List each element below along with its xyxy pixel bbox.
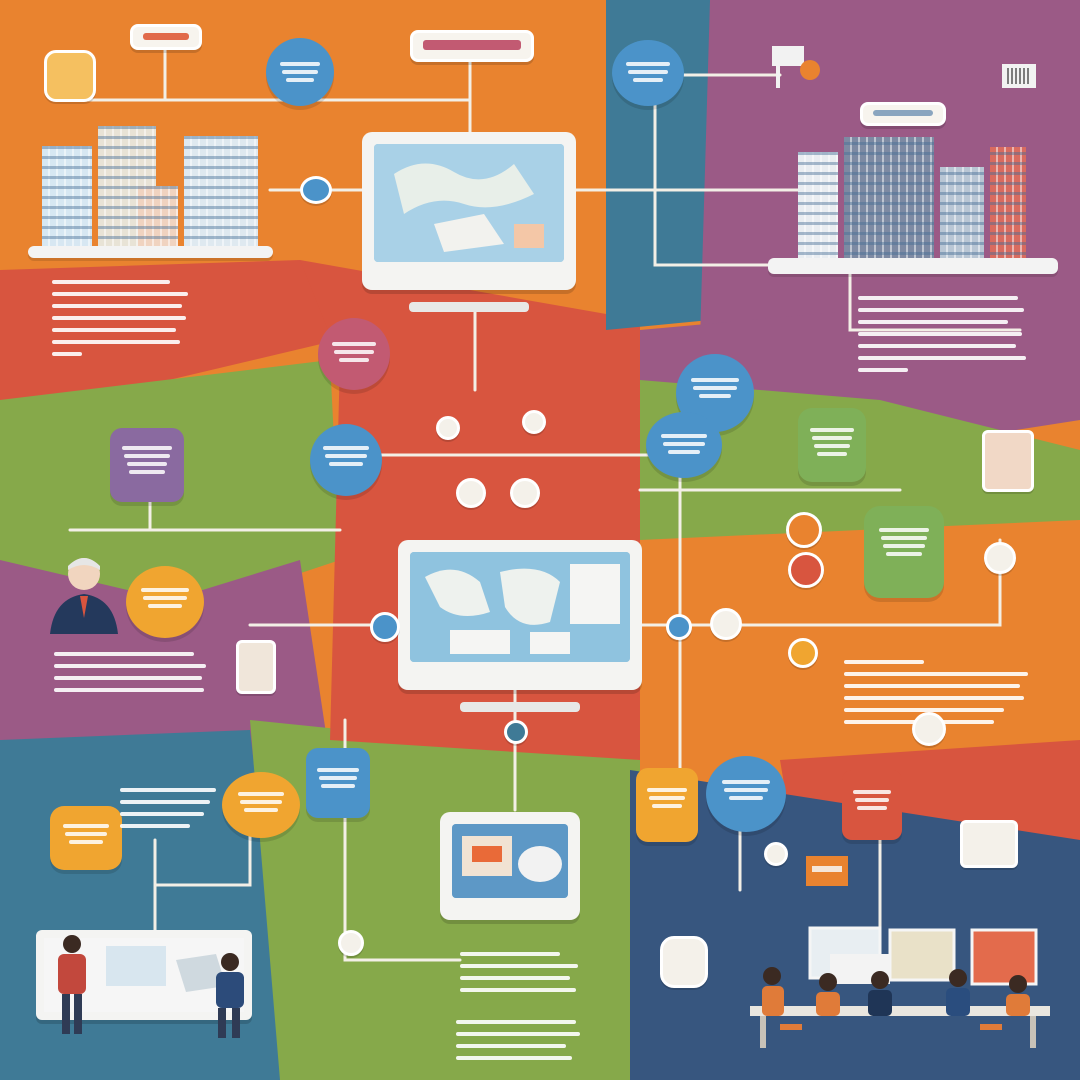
monitor-stand xyxy=(409,302,529,312)
tower xyxy=(138,186,178,246)
bg-red-left xyxy=(0,260,380,420)
bubble-orange xyxy=(126,566,204,638)
text-block xyxy=(460,952,580,1000)
banner-top-left xyxy=(130,24,202,50)
wire-bottom-left-h xyxy=(153,818,252,887)
monitor-screen xyxy=(410,552,630,662)
flag-icon xyxy=(772,46,820,88)
bg-orange-right xyxy=(640,520,1080,820)
monitor-stand xyxy=(460,702,580,712)
map-graphic xyxy=(374,144,564,262)
banner-label-bar xyxy=(143,33,189,40)
office-team-icon xyxy=(750,926,1050,1048)
bubble-orange xyxy=(50,806,122,870)
text-block xyxy=(52,280,192,364)
tower xyxy=(990,147,1026,262)
node-icon xyxy=(912,712,946,746)
bubble-blue xyxy=(646,412,722,478)
node-icon xyxy=(786,512,822,548)
monitor-icon-top xyxy=(362,132,576,312)
node-icon xyxy=(788,638,818,668)
node-icon xyxy=(510,478,540,508)
wire-right-monitor xyxy=(638,538,1002,627)
globe-icon xyxy=(370,612,400,642)
tower xyxy=(42,146,92,246)
bubble-pink xyxy=(318,318,390,390)
bulb-icon xyxy=(984,542,1016,574)
bubble-orange xyxy=(636,768,698,842)
lamp-icon xyxy=(436,416,460,440)
student-icon xyxy=(216,953,244,1038)
tablet-screen xyxy=(452,824,568,898)
banner-label-bar xyxy=(423,40,521,50)
building-icon xyxy=(768,137,1058,274)
banner-top-right xyxy=(860,102,946,126)
banner-label-bar xyxy=(873,110,933,116)
node-icon xyxy=(456,478,486,508)
bubble-blue xyxy=(706,756,786,832)
lamp-icon xyxy=(522,410,546,434)
building-icon xyxy=(982,430,1034,492)
eye-icon xyxy=(300,176,332,204)
barcode-icon xyxy=(1002,64,1036,88)
teacher-icon xyxy=(58,935,86,1034)
lamp-icon xyxy=(44,50,96,102)
tower xyxy=(798,152,838,262)
platform xyxy=(28,246,273,258)
bubble-green xyxy=(798,408,866,482)
wire-building-text xyxy=(848,268,1022,332)
bubble-purple xyxy=(110,428,184,502)
platform xyxy=(768,258,1058,274)
text-block xyxy=(456,1020,582,1068)
chart-icon xyxy=(960,820,1018,868)
bubble-red xyxy=(842,770,902,840)
text-block xyxy=(858,296,1028,380)
node-icon xyxy=(504,720,528,744)
chart-icon xyxy=(236,640,276,694)
node-icon xyxy=(666,614,692,640)
person-icon xyxy=(50,558,118,634)
tower xyxy=(184,136,258,246)
node-icon xyxy=(788,552,824,588)
tower xyxy=(844,137,934,262)
monitor-screen xyxy=(374,144,564,262)
person-icon xyxy=(660,936,708,988)
bubble-green xyxy=(864,506,944,598)
text-block xyxy=(54,652,210,700)
building-icon xyxy=(28,126,273,258)
tablet-icon xyxy=(440,812,580,920)
world-map-graphic xyxy=(410,552,630,662)
wire-teal-down xyxy=(653,73,782,267)
bubble-blue xyxy=(612,40,684,106)
bulb-icon xyxy=(338,930,364,956)
banner-top-center xyxy=(410,30,534,62)
bubble-orange xyxy=(222,772,300,838)
text-block xyxy=(120,788,220,836)
bubble-blue xyxy=(306,748,370,818)
chart-icon xyxy=(806,856,848,886)
bubble-blue xyxy=(310,424,382,496)
tower xyxy=(940,167,984,262)
node-icon xyxy=(764,842,788,866)
tower xyxy=(98,126,156,246)
lock-icon xyxy=(710,608,742,640)
bubble-blue xyxy=(266,38,334,106)
monitor-icon-center xyxy=(398,540,642,712)
